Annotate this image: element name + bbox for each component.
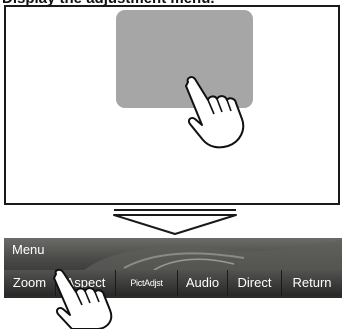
hand-touch-icon — [44, 268, 116, 329]
audio-button[interactable]: Audio — [178, 270, 228, 296]
background-image — [4, 238, 342, 270]
pict-adjust-button[interactable]: PictAdjst — [116, 270, 178, 296]
hand-touch-icon — [178, 74, 248, 154]
return-button[interactable]: Return — [282, 270, 342, 296]
direct-button[interactable]: Direct — [228, 270, 282, 296]
menu-label[interactable]: Menu — [12, 242, 45, 257]
screen-frame — [4, 5, 340, 205]
down-arrow-icon — [112, 208, 238, 236]
